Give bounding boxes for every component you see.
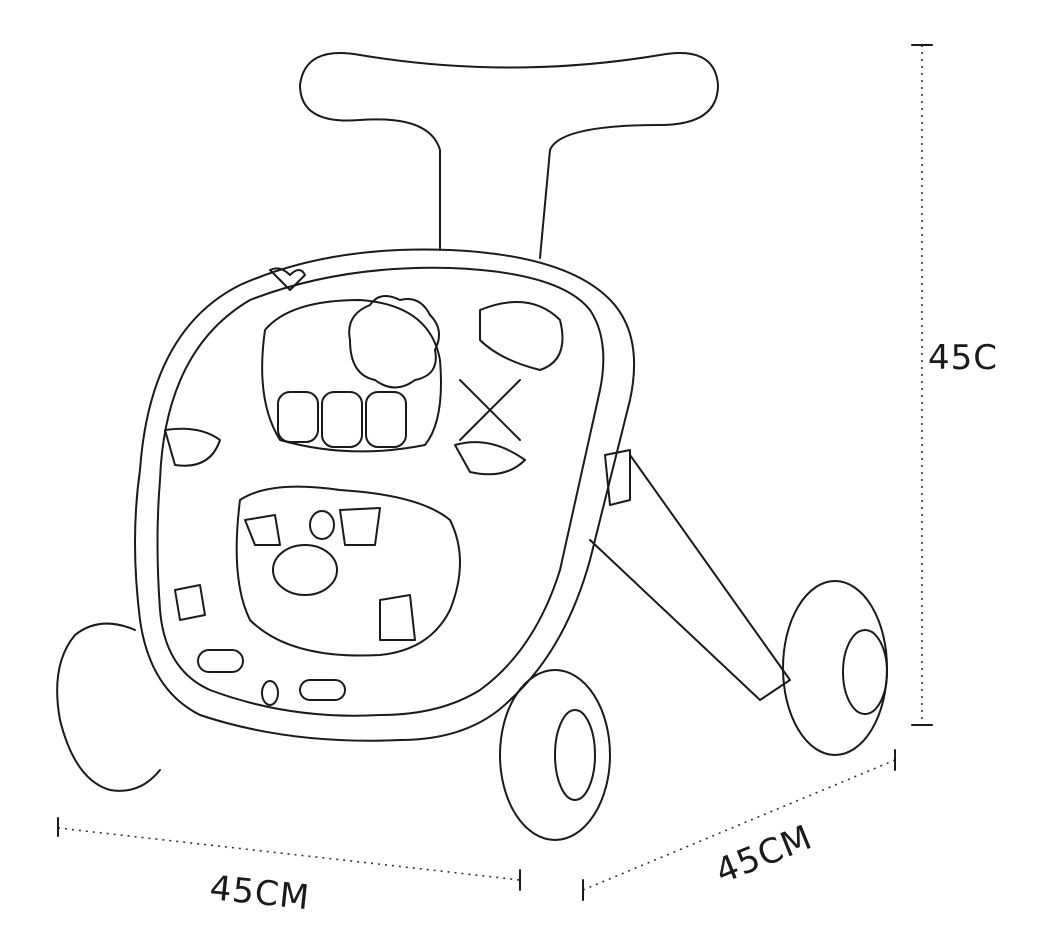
rear-leg bbox=[589, 454, 791, 701]
walker-handle bbox=[299, 52, 719, 259]
flower-toy bbox=[348, 295, 440, 389]
piano-key bbox=[365, 391, 407, 448]
front-right-wheel bbox=[499, 669, 611, 841]
front-left-wheel bbox=[56, 622, 161, 792]
depth-dimension-line bbox=[582, 759, 896, 891]
rear-wheel bbox=[782, 580, 888, 756]
width-dimension-line bbox=[57, 827, 521, 881]
walker-body bbox=[134, 248, 636, 742]
piano-key bbox=[321, 391, 363, 448]
piano-key bbox=[277, 391, 319, 443]
activity-panel bbox=[235, 485, 461, 657]
height-label: 45C bbox=[928, 338, 999, 378]
